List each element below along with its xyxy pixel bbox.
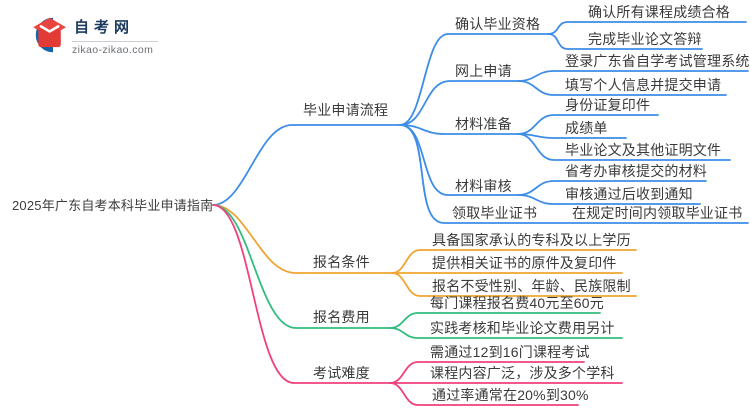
connector-confirm-qualification <box>399 33 549 126</box>
subtopic-confirm-qualification: 确认毕业资格 <box>455 16 541 32</box>
graduation-cap-icon <box>33 17 66 53</box>
leaf-id-copy: 身份证复印件 <box>565 97 651 113</box>
leaf-course-count: 需通过12到16门课程考试 <box>430 344 590 360</box>
leaf-all-courses-passed: 确认所有课程成绩合格 <box>588 4 730 20</box>
branch-difficulty-lines <box>212 204 623 406</box>
connector-main-condition <box>212 204 393 274</box>
branch-fee: 报名费用 <box>313 309 370 325</box>
site-url: zikao-zikao.com <box>72 44 154 56</box>
connector-leaf <box>389 312 601 329</box>
branch-condition-lines <box>212 204 637 297</box>
leaf-degree-required: 具备国家承认的专科及以上学历 <box>432 232 631 248</box>
leaf-thesis-and-docs: 毕业论文及其他证明文件 <box>565 142 722 158</box>
connector-leaf <box>391 272 637 297</box>
leaf-certificates-required: 提供相关证书的原件及复印件 <box>432 255 617 271</box>
leaf-pass-rate: 通过率通常在20%到30% <box>432 387 589 403</box>
branch-process: 毕业申请流程 <box>303 102 389 118</box>
leaf-course-fee: 每门课程报名费40元至60元 <box>430 295 604 311</box>
site-name: 自考网 <box>74 19 135 36</box>
connector-leaf <box>517 194 701 205</box>
site-logo: 自考网 zikao-zikao.com <box>28 14 158 56</box>
leaf-fill-info-submit: 填写个人信息并提交申请 <box>565 77 722 93</box>
connector-main-difficulty <box>212 204 391 384</box>
connector-get-diploma <box>399 124 749 224</box>
leaf-thesis-defense-done: 完成毕业论文答辩 <box>588 31 702 47</box>
subtopic-material-prepare: 材料准备 <box>455 116 512 132</box>
leaf-extra-fee: 实践考核和毕业论文费用另计 <box>430 320 615 336</box>
subtopic-online-apply: 网上申请 <box>455 63 512 79</box>
connector-leaf <box>517 80 727 96</box>
connector-leaf <box>389 327 623 339</box>
connector-leaf <box>389 382 579 406</box>
leaf-review-notice: 审核通过后收到通知 <box>565 186 693 202</box>
leaf-no-restriction: 报名不受性别、年龄、民族限制 <box>432 278 631 294</box>
leaf-login-system: 登录广东省自学考试管理系统 <box>565 53 750 69</box>
connector-main-fee <box>212 204 391 329</box>
subtopic-material-review: 材料审核 <box>455 178 512 194</box>
connector-material-prepare <box>399 124 519 135</box>
connector-main-process <box>212 124 401 206</box>
subtopic-get-diploma: 领取毕业证书 <box>452 205 538 221</box>
logo-divider <box>72 41 158 42</box>
leaf-transcript: 成绩单 <box>565 120 608 136</box>
connector-leaf <box>517 133 731 161</box>
branch-condition: 报名条件 <box>313 254 370 270</box>
branch-fee-lines <box>212 204 623 339</box>
leaf-office-review: 省考办审核提交的材料 <box>565 163 707 179</box>
connector-leaf <box>547 33 703 50</box>
leaf-course-scope: 课程内容广泛，涉及多个学科 <box>430 365 615 381</box>
leaf-get-diploma-on-time: 在规定时间内领取毕业证书 <box>572 205 743 221</box>
root-topic: 2025年广东自考本科毕业申请指南 <box>12 198 214 213</box>
connector-online-apply <box>399 80 519 126</box>
branch-process-lines <box>212 21 749 224</box>
branch-difficulty: 考试难度 <box>313 365 370 381</box>
